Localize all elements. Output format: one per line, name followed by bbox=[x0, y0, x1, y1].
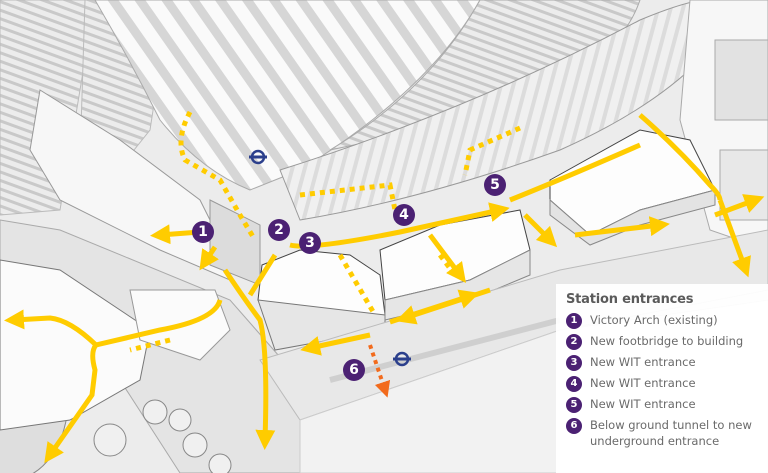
legend-number-badge: 5 bbox=[566, 397, 582, 413]
legend-number-badge: 4 bbox=[566, 376, 582, 392]
entrance-marker-5[interactable]: 5 bbox=[484, 174, 506, 196]
legend-item: 3 New WIT entrance bbox=[566, 354, 758, 371]
entrance-marker-1[interactable]: 1 bbox=[192, 221, 214, 243]
entrance-marker-2[interactable]: 2 bbox=[268, 219, 290, 241]
legend-number-badge: 6 bbox=[566, 418, 582, 434]
legend-label: Victory Arch (existing) bbox=[590, 313, 718, 327]
entrance-marker-3[interactable]: 3 bbox=[299, 232, 321, 254]
entrance-marker-4[interactable]: 4 bbox=[393, 204, 415, 226]
legend-label: New footbridge to building bbox=[590, 334, 744, 348]
legend-number-badge: 3 bbox=[566, 355, 582, 371]
legend-label: New WIT entrance bbox=[590, 355, 696, 369]
legend-item: 1 Victory Arch (existing) bbox=[566, 312, 758, 329]
legend: Station entrances 1 Victory Arch (existi… bbox=[556, 284, 768, 473]
legend-item: 5 New WIT entrance bbox=[566, 396, 758, 413]
legend-label: Below ground tunnel to new underground e… bbox=[590, 418, 752, 448]
underground-roundel-icon bbox=[249, 149, 267, 165]
entrance-marker-6[interactable]: 6 bbox=[343, 359, 365, 381]
legend-number-badge: 1 bbox=[566, 313, 582, 329]
legend-item: 2 New footbridge to building bbox=[566, 333, 758, 350]
legend-label: New WIT entrance bbox=[590, 397, 696, 411]
legend-number-badge: 2 bbox=[566, 334, 582, 350]
underground-roundel-icon bbox=[393, 351, 411, 367]
legend-label: New WIT entrance bbox=[590, 376, 696, 390]
legend-item: 4 New WIT entrance bbox=[566, 375, 758, 392]
legend-item: 6 Below ground tunnel to new underground… bbox=[566, 417, 758, 449]
legend-title: Station entrances bbox=[566, 292, 694, 307]
